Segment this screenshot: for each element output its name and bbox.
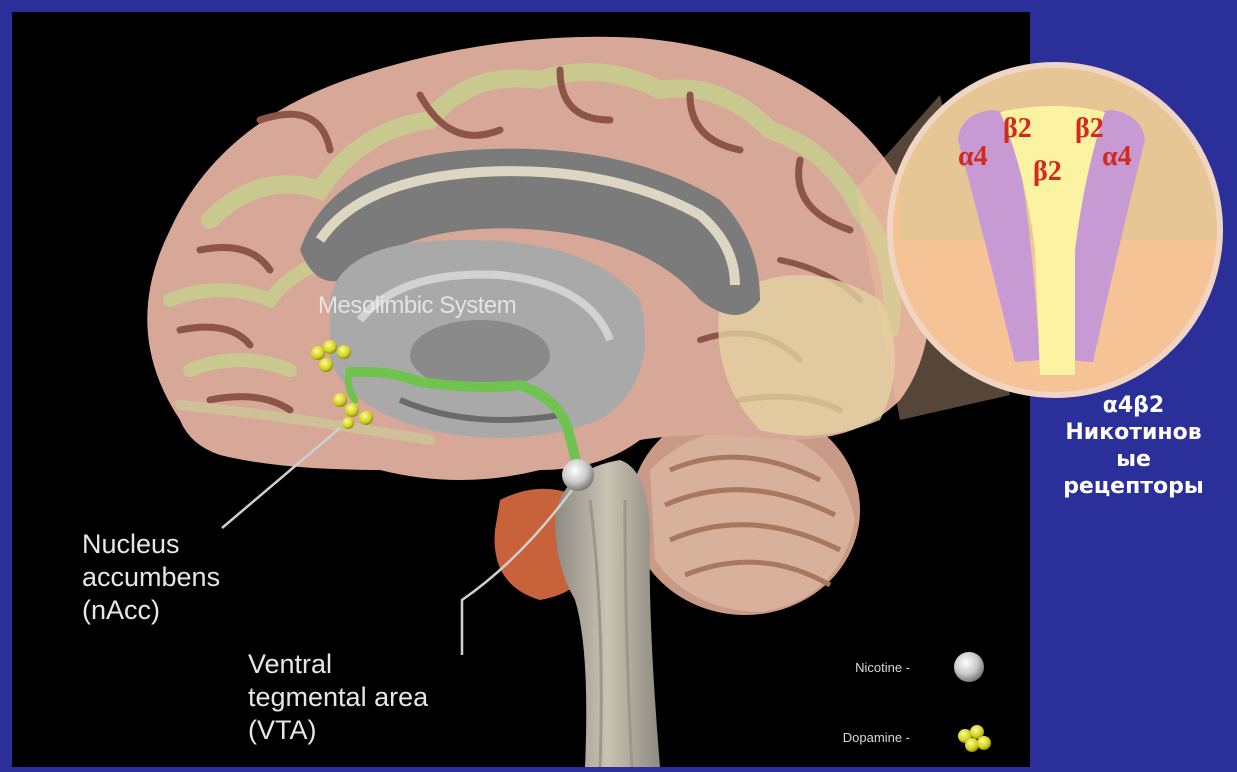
vta-label-line: Ventral: [248, 648, 428, 681]
vta-label: Ventral tegmental area (VTA): [248, 648, 428, 747]
legend-dopamine: Dopamine -: [780, 730, 910, 745]
legend-nicotine: Nicotine -: [780, 660, 910, 675]
vta-label-line: tegmental area: [248, 681, 428, 714]
nacc-label: Nucleus accumbens (nAcc): [82, 528, 220, 627]
caption-line: Никотинов: [1030, 419, 1237, 446]
caption-line: α4β2: [1030, 392, 1237, 419]
caption-line: ые: [1030, 446, 1237, 473]
vta-label-line: (VTA): [248, 714, 428, 747]
nacc-label-line: accumbens: [82, 561, 220, 594]
receptor-inset: [890, 60, 1230, 395]
nicotine-molecule: [562, 459, 594, 491]
receptor-label-b2-top-right: β2: [1075, 113, 1104, 144]
receptor-label-b2-center: β2: [1033, 156, 1062, 187]
receptor-label-a4-right: α4: [1102, 141, 1132, 172]
nicotine-legend-icon: [954, 652, 984, 682]
nacc-label-line: (nAcc): [82, 594, 220, 627]
caption-line: рецепторы: [1030, 473, 1237, 500]
mesolimbic-system-label: Mesolimbic System: [318, 292, 516, 320]
nacc-label-line: Nucleus: [82, 528, 220, 561]
receptor-label-b2-top-left: β2: [1003, 113, 1032, 144]
receptor-label-a4-left: α4: [958, 141, 988, 172]
receptor-caption: α4β2 Никотинов ые рецепторы: [1030, 392, 1237, 500]
